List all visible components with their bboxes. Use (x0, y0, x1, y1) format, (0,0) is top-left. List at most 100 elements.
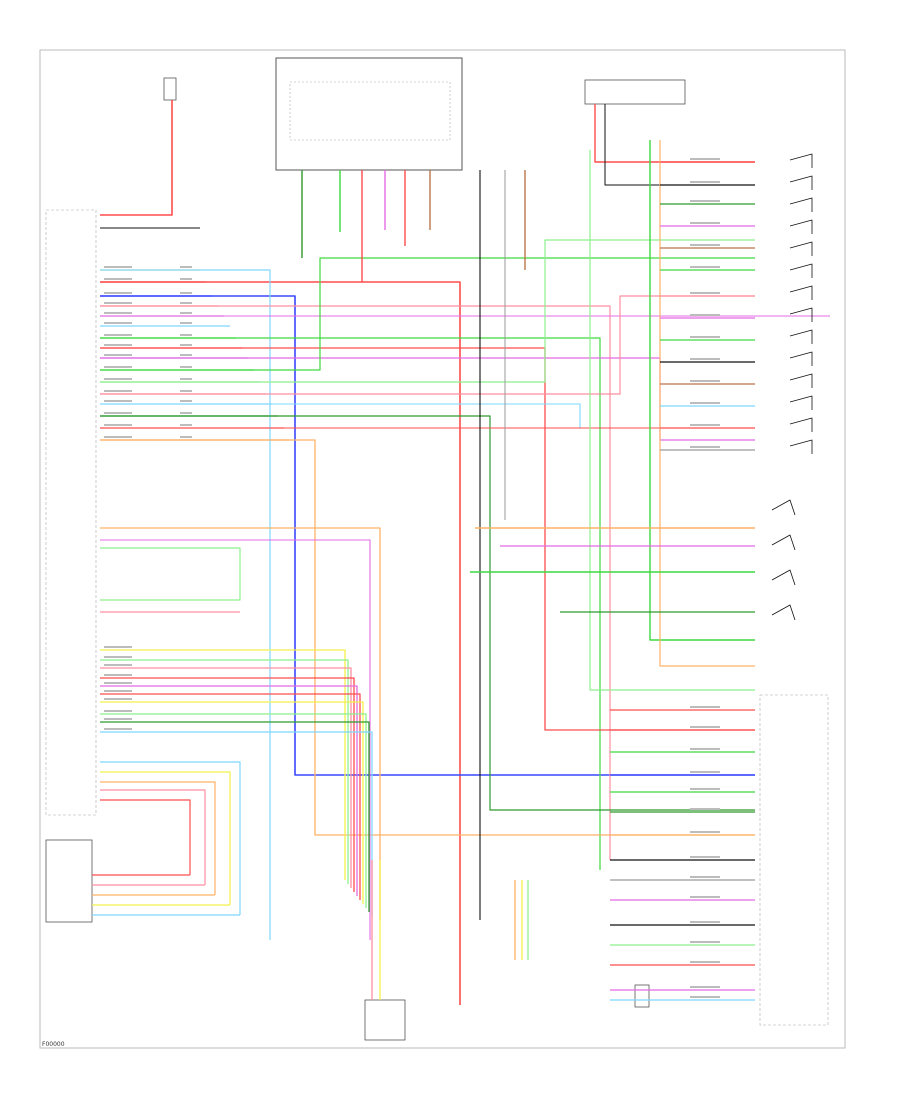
label-mark-right-4 (690, 244, 720, 246)
wire-layer (92, 100, 830, 1005)
top-center-module-inner (289, 81, 451, 141)
wire-bundle-3 (100, 677, 355, 892)
label-mark-bundle-1 (104, 656, 132, 658)
top-left-fuse-box (163, 77, 177, 101)
label-mark-right-lower-7 (690, 856, 720, 858)
label-mark-left-1 (104, 278, 132, 280)
wire-bundle-7 (100, 713, 367, 908)
wire-red-second (100, 347, 755, 731)
label-mark-right-lower-4 (690, 788, 720, 790)
bottom-module-right (634, 984, 650, 1008)
left-connector-upper (45, 209, 97, 816)
label-mark-bundle-8 (104, 718, 132, 720)
wire-bundle-1 (100, 659, 349, 884)
label-mark-bundle-6 (104, 698, 132, 700)
label-mark-left-b-12 (180, 400, 192, 402)
wire-lower-lightgreen (100, 547, 241, 601)
label-mark-right-9 (690, 358, 720, 360)
wire-right-lightgreen (589, 150, 755, 691)
wire-green-top (100, 257, 755, 371)
label-mark-right-3 (690, 222, 720, 224)
wire-bundle-9 (100, 731, 373, 916)
label-mark-bundle-4 (104, 682, 132, 684)
label-mark-right-lower-0 (690, 706, 720, 708)
bottom-module-center (364, 999, 406, 1041)
label-mark-right-lower-3 (690, 771, 720, 773)
label-mark-right-13 (690, 446, 720, 448)
label-mark-bundle-2 (104, 664, 132, 666)
wire-lower-violet (100, 539, 371, 940)
label-mark-left-9 (104, 366, 132, 368)
wire-green-long (100, 337, 601, 870)
label-mark-left-0 (104, 266, 132, 268)
label-mark-left-b-10 (180, 378, 192, 380)
left-module-lower (45, 839, 93, 923)
label-mark-left-10 (104, 378, 132, 380)
label-mark-right-8 (690, 336, 720, 338)
label-mark-right-lower-10 (690, 921, 720, 923)
label-mark-bundle-0 (104, 646, 132, 648)
label-mark-left-13 (104, 412, 132, 414)
label-mark-left-b-4 (180, 312, 192, 314)
label-mark-right-7 (690, 314, 720, 316)
label-mark-left-b-14 (180, 424, 192, 426)
wire-bundle-6 (100, 701, 364, 904)
label-mark-bundle-7 (104, 710, 132, 712)
wire-lightblue-vertical (100, 269, 271, 940)
label-mark-left-7 (104, 344, 132, 346)
wire-blue-main (100, 295, 755, 776)
label-mark-right-lower-14 (690, 996, 720, 998)
wire-bundle-8 (100, 721, 370, 912)
label-mark-left-b-15 (180, 436, 192, 438)
label-mark-left-b-2 (180, 292, 192, 294)
right-switch-group-lower (759, 694, 829, 1026)
label-mark-left-b-3 (180, 302, 192, 304)
wire-fuse-red (100, 100, 173, 216)
label-mark-right-lower-12 (690, 961, 720, 963)
wire-lower-orange (100, 527, 381, 920)
label-mark-right-lower-11 (690, 941, 720, 943)
switch-symbol-0 (789, 153, 813, 168)
label-mark-right-10 (690, 380, 720, 382)
label-mark-right-lower-9 (690, 896, 720, 898)
wire-pink-long (100, 305, 611, 860)
label-mark-left-5 (104, 322, 132, 324)
switch-symbol-7 (789, 307, 813, 322)
switch-lower-0 (771, 499, 796, 516)
label-mark-right-lower-2 (690, 748, 720, 750)
label-mark-left-11 (104, 390, 132, 392)
label-mark-right-6 (690, 292, 720, 294)
label-mark-right-11 (690, 402, 720, 404)
switch-lower-1 (771, 534, 796, 551)
label-mark-left-15 (104, 436, 132, 438)
switch-symbol-13 (789, 439, 813, 454)
wire-orange-mid (100, 439, 755, 836)
switch-symbol-8 (789, 329, 813, 344)
label-mark-left-8 (104, 354, 132, 356)
diagram-border (39, 49, 846, 1049)
label-mark-left-b-9 (180, 366, 192, 368)
label-mark-left-6 (104, 334, 132, 336)
label-mark-right-5 (690, 266, 720, 268)
wire-right-orange-long (659, 140, 755, 667)
switch-symbol-3 (789, 219, 813, 234)
label-mark-bundle-5 (104, 690, 132, 692)
switch-symbol-2 (789, 197, 813, 212)
label-mark-left-2 (104, 292, 132, 294)
label-mark-right-2 (690, 200, 720, 202)
label-mark-right-lower-8 (690, 876, 720, 878)
label-mark-left-12 (104, 400, 132, 402)
wire-lightgreen-top (100, 239, 755, 383)
label-mark-left-b-11 (180, 390, 192, 392)
label-mark-left-b-6 (180, 334, 192, 336)
wire-bundle-4 (100, 685, 358, 896)
switch-symbol-6 (789, 285, 813, 300)
label-mark-right-lower-5 (690, 808, 720, 810)
label-mark-left-4 (104, 312, 132, 314)
switch-symbol-10 (789, 373, 813, 388)
wire-l4 (100, 789, 206, 885)
switch-symbol-1 (789, 175, 813, 190)
wire-l1 (100, 761, 241, 915)
